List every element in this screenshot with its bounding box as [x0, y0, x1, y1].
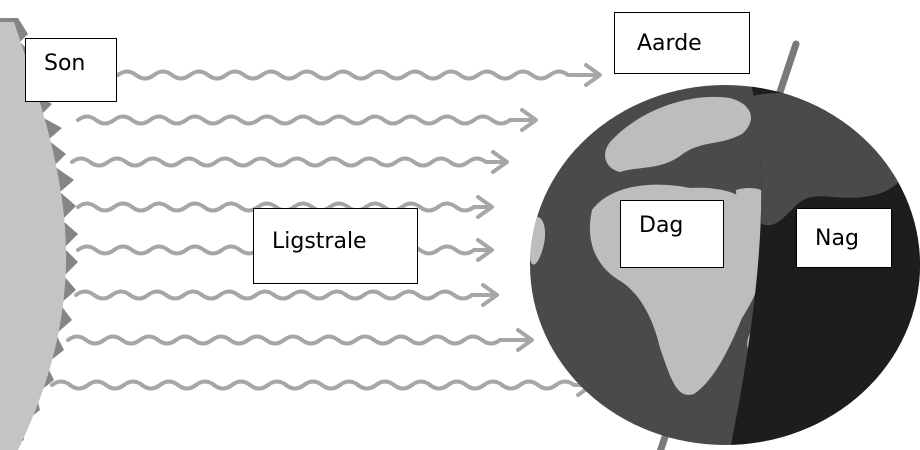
- arrowhead: [584, 63, 602, 87]
- sun-disc: [0, 22, 67, 450]
- earth-label: Aarde: [614, 12, 750, 74]
- light-ray: [66, 334, 532, 346]
- light-ray: [70, 156, 507, 168]
- arrowhead: [520, 108, 538, 132]
- light-ray: [50, 379, 592, 391]
- light-rays: [50, 69, 600, 391]
- arrowhead: [516, 328, 534, 352]
- night-label: Nag: [796, 208, 892, 268]
- light-ray: [74, 289, 497, 301]
- sun: [0, 18, 78, 450]
- light-ray: [116, 69, 600, 81]
- light-ray: [76, 114, 536, 126]
- day-label: Dag: [620, 200, 724, 268]
- arrowhead: [476, 195, 494, 219]
- sun-label: Son: [25, 38, 117, 102]
- arrowhead: [481, 283, 499, 307]
- land-europe: [605, 96, 752, 172]
- rays-label: Ligstrale: [253, 208, 418, 284]
- arrowhead: [476, 238, 494, 262]
- arrowhead: [491, 150, 509, 174]
- light-ray: [76, 201, 492, 213]
